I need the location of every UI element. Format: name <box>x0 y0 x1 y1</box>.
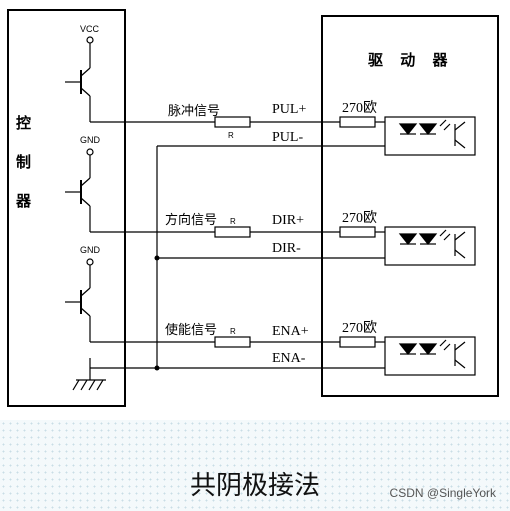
channel-3-resistor: R <box>230 327 236 336</box>
channel-2-neg-pin: DIR- <box>272 241 301 256</box>
channel-2-signal: 方向信号 <box>165 212 217 228</box>
transistor-2-rail: GND <box>80 135 101 145</box>
transistor-3-rail: GND <box>80 245 101 255</box>
channel-1-pos-pin: PUL+ <box>272 102 306 117</box>
channel-1-driver-resistor: 270欧 <box>342 100 377 116</box>
caption-background <box>0 420 510 511</box>
channel-1-wiring <box>157 116 476 156</box>
driver-box <box>321 15 499 397</box>
channel-1-resistor: R <box>228 131 234 140</box>
controller-label-char-1: 控 <box>16 114 31 132</box>
controller-label-char-3: 器 <box>15 192 32 210</box>
channel-3-neg-pin: ENA- <box>272 351 306 366</box>
common-cathode-wiring-diagram: 控 制 器 驱 动 器 VCC GND <box>7 9 499 407</box>
channel-1-neg-pin: PUL- <box>272 130 303 145</box>
channel-2-pos-pin: DIR+ <box>272 213 304 228</box>
channel-3-signal: 使能信号 <box>165 322 217 338</box>
transistor-1 <box>65 36 215 123</box>
driver-title: 驱 动 器 <box>368 51 453 69</box>
channel-2-driver-resistor: 270欧 <box>342 210 377 226</box>
diagram-caption: 共阴极接法 <box>189 471 320 501</box>
transistor-2 <box>65 148 215 233</box>
channel-3-pos-pin: ENA+ <box>272 324 309 339</box>
common-ground-bus <box>72 146 385 391</box>
channel-2-wiring <box>157 226 476 266</box>
controller-label-char-2: 制 <box>16 153 31 171</box>
channel-1-signal: 脉冲信号 <box>168 104 220 119</box>
channel-3-wiring <box>214 336 476 376</box>
watermark: CSDN @SingleYork <box>389 486 496 500</box>
controller-box <box>7 9 126 407</box>
transistor-3 <box>65 258 215 343</box>
channel-3-driver-resistor: 270欧 <box>342 320 377 336</box>
transistor-1-rail: VCC <box>80 24 100 34</box>
channel-2-resistor: R <box>230 217 236 226</box>
